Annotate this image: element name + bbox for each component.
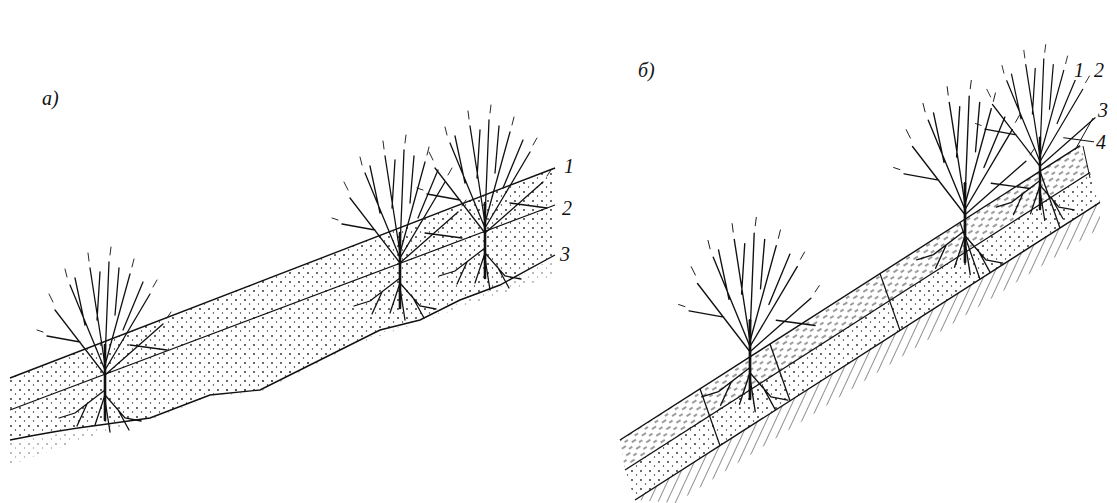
callout-number: 4 xyxy=(1094,132,1108,152)
callout-number: 3 xyxy=(1096,100,1110,120)
callout-number: 1 xyxy=(562,156,576,176)
callout-number: 1 xyxy=(1072,60,1086,80)
callout-number: 2 xyxy=(1092,60,1106,80)
callout-number: 3 xyxy=(558,244,572,264)
panel-letter: б) xyxy=(636,60,657,80)
callout-number: 2 xyxy=(560,198,574,218)
panel-letter: а) xyxy=(40,88,61,108)
